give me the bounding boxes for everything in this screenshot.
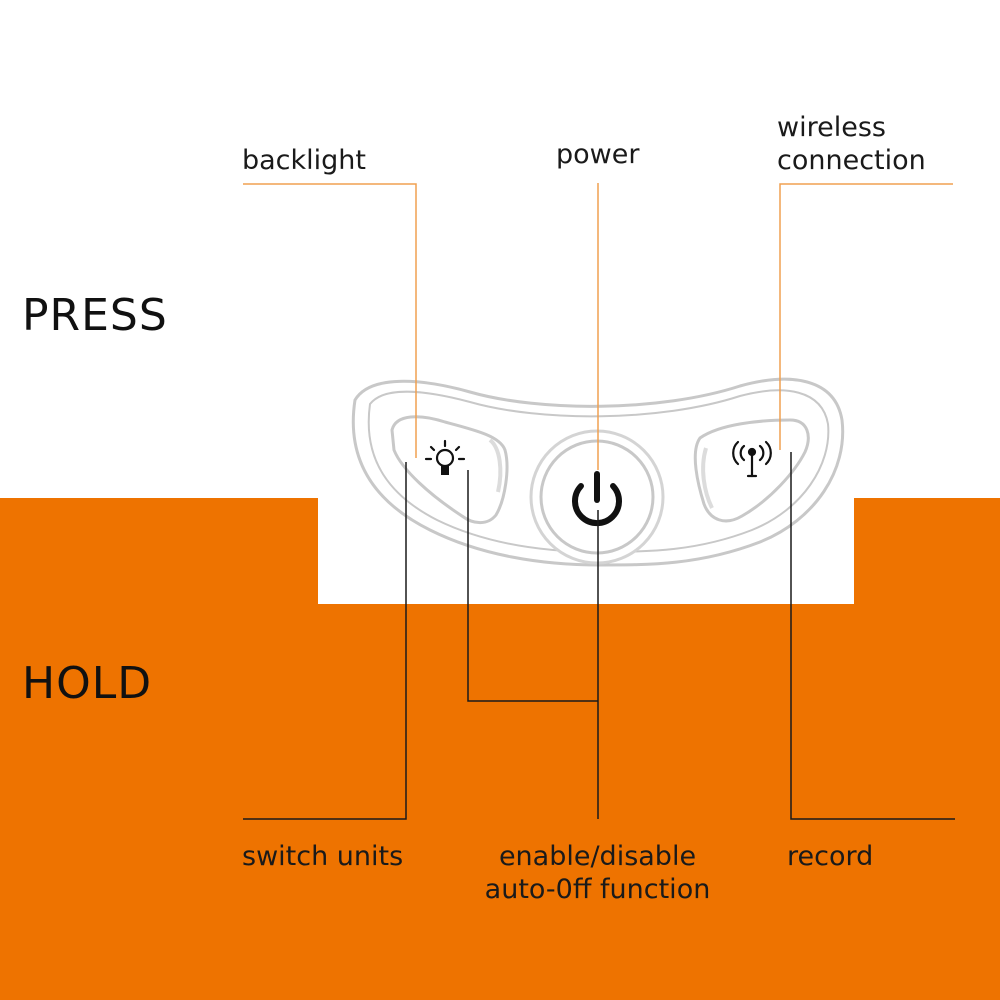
record-label: record [787,841,874,872]
press-section-label: PRESS [22,290,168,341]
leader-auto-off-branch [467,470,598,702]
device-panel [351,377,845,567]
backlight-button[interactable] [390,415,509,525]
auto-off-label: enable/disable auto-0ff function [470,840,725,906]
wireless-label-line1: wireless [777,112,886,143]
auto-off-label-line2: auto-0ff function [484,874,711,905]
leader-wireless [779,183,953,450]
antenna-icon [732,440,772,478]
bulb-icon [424,439,466,475]
leader-record [790,452,955,820]
auto-off-label-line1: enable/disable [498,841,697,872]
switch-units-label: switch units [242,841,404,872]
hold-leader-lines [243,452,955,820]
hold-section-label: HOLD [22,658,153,709]
wireless-connection-label: wireless connection [777,111,926,177]
power-label: power [556,139,640,170]
press-leader-lines [243,183,953,470]
leader-backlight [243,183,417,458]
leader-switch-units [243,462,407,820]
backlight-label: backlight [242,145,367,176]
power-icon [572,471,622,527]
wireless-label-line2: connection [777,145,926,176]
